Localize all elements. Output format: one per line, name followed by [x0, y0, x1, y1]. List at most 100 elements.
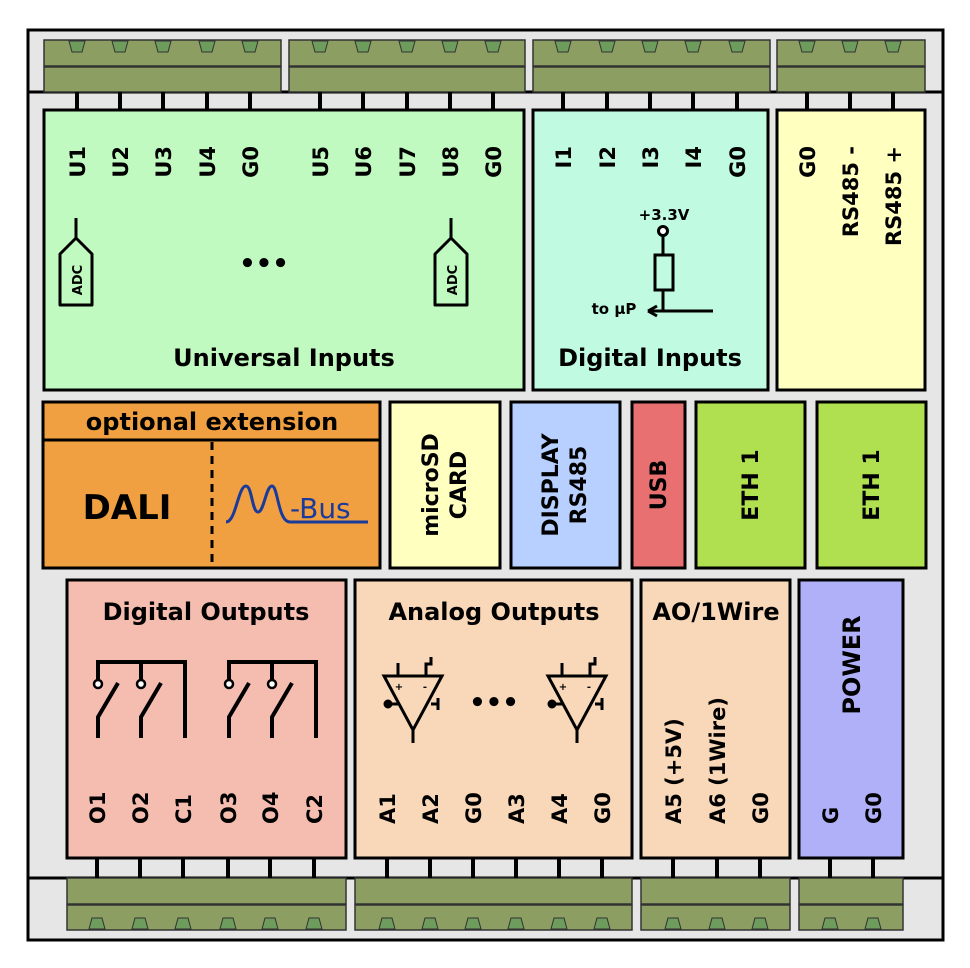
- ellipsis: •••: [239, 249, 289, 279]
- digital-outputs-title: Digital Outputs: [103, 598, 310, 626]
- pin-label: O1: [86, 792, 110, 824]
- pin-label: A3: [505, 793, 529, 824]
- terminal-screw-port[interactable]: [728, 40, 746, 53]
- adc-label: ADC: [71, 265, 86, 295]
- terminal-screw-port[interactable]: [751, 917, 769, 930]
- pin-label: RS485 +: [882, 146, 906, 246]
- eth1-label: ETH 1: [739, 449, 764, 520]
- terminal-screw-port[interactable]: [398, 40, 416, 53]
- display-label: DISPLAY: [539, 432, 564, 536]
- pin-label: G: [819, 807, 843, 824]
- mbus-logo: -Bus: [225, 484, 368, 525]
- terminal-screw-port[interactable]: [311, 40, 329, 53]
- terminal-screw-port[interactable]: [464, 917, 482, 930]
- terminal-block: [532, 66, 771, 93]
- terminal-screw-port[interactable]: [798, 40, 816, 53]
- extension-header: optional extension: [86, 408, 338, 436]
- terminal-screw-port[interactable]: [684, 40, 702, 53]
- terminal-screw-port[interactable]: [198, 40, 216, 53]
- terminal-screw-port[interactable]: [507, 917, 525, 930]
- relay-contacts-icon: [92, 660, 187, 738]
- relay-contacts-icon: [223, 660, 318, 738]
- adc-label: ADC: [446, 265, 461, 295]
- pin-label: U2: [109, 146, 133, 178]
- pin-label: U7: [396, 146, 420, 178]
- pin-label: U3: [152, 146, 176, 178]
- terminal-screw-port[interactable]: [664, 917, 682, 930]
- terminal-screw-port[interactable]: [884, 40, 902, 53]
- terminal-screw-port[interactable]: [305, 917, 323, 930]
- terminal-screw-port[interactable]: [88, 917, 106, 930]
- terminal-block: [288, 66, 526, 93]
- terminal-screw-port[interactable]: [821, 917, 839, 930]
- terminal-block: [354, 904, 633, 931]
- terminal-screw-port[interactable]: [241, 40, 259, 53]
- terminal-block: [776, 66, 926, 93]
- terminal-screw-port[interactable]: [593, 917, 611, 930]
- terminal-block: [43, 66, 282, 93]
- pin-label: A5 (+5V): [662, 718, 686, 824]
- terminal-screw-port[interactable]: [841, 40, 859, 53]
- microsd-label: microSD: [419, 433, 444, 537]
- terminal-screw-port[interactable]: [261, 917, 279, 930]
- terminal-screw-port[interactable]: [864, 917, 882, 930]
- opamp-icon: [381, 657, 445, 743]
- pullup-resistor-icon: [647, 225, 713, 318]
- terminal-block: [798, 904, 904, 931]
- terminal-screw-port[interactable]: [68, 40, 86, 53]
- pin-label: G0: [796, 146, 820, 178]
- adc-symbol: [433, 218, 469, 307]
- pin-label: U4: [196, 146, 220, 178]
- plus-sign: +: [559, 682, 567, 693]
- analog-outputs-block: [353, 578, 634, 860]
- terminal-screw-port[interactable]: [421, 917, 439, 930]
- pin-label: C1: [172, 794, 196, 824]
- terminal-screw-port[interactable]: [554, 40, 572, 53]
- pin-label: I4: [682, 146, 706, 168]
- to-microprocessor-label: to µP: [592, 300, 637, 318]
- terminal-screw-port[interactable]: [550, 917, 568, 930]
- pin-label: G0: [462, 792, 486, 824]
- pin-label: G0: [749, 792, 773, 824]
- terminal-screw-port[interactable]: [598, 40, 616, 53]
- terminal-screw-port[interactable]: [111, 40, 129, 53]
- pin-label: RS485 -: [839, 146, 863, 237]
- terminal-screw-port[interactable]: [154, 40, 172, 53]
- digital-inputs-block: [531, 108, 770, 392]
- power-block: [797, 578, 905, 860]
- pin-label: G0: [591, 792, 615, 824]
- opamp-icon: [545, 657, 609, 743]
- dali-label: DALI: [83, 488, 172, 528]
- display-rs485-label: RS485: [567, 446, 592, 525]
- pin-label: U5: [309, 146, 333, 178]
- pin-label: A6 (1Wire): [706, 697, 730, 824]
- terminal-screw-port[interactable]: [708, 917, 726, 930]
- eth2-label: ETH 1: [860, 449, 885, 520]
- terminal-screw-port[interactable]: [174, 917, 192, 930]
- universal-inputs-block: [42, 108, 526, 392]
- microsd-card-block: [388, 400, 502, 570]
- ao-1wire-block: [639, 578, 792, 860]
- minus-sign: -: [423, 682, 427, 693]
- terminal-screw-port[interactable]: [354, 40, 372, 53]
- pin-label: O4: [259, 792, 283, 824]
- pin-label: O3: [217, 792, 241, 824]
- terminal-screw-port[interactable]: [441, 40, 459, 53]
- minus-sign: -: [587, 682, 591, 693]
- terminal-block: [354, 877, 633, 905]
- pin-label: G0: [862, 792, 886, 824]
- display-rs485-block: [509, 400, 622, 570]
- pin-label: I2: [596, 146, 620, 168]
- terminal-screw-port[interactable]: [131, 917, 149, 930]
- adc-symbol: [58, 218, 94, 307]
- terminal-screw-port[interactable]: [219, 917, 237, 930]
- terminal-screw-port[interactable]: [378, 917, 396, 930]
- terminal-screw-port[interactable]: [484, 40, 502, 53]
- digital-inputs-title: Digital Inputs: [558, 344, 742, 372]
- pin-label: I3: [639, 146, 663, 168]
- mbus-text: -Bus: [290, 492, 351, 525]
- terminal-screw-port[interactable]: [641, 40, 659, 53]
- usb-label: USB: [647, 460, 672, 510]
- pin-label: C2: [303, 794, 327, 824]
